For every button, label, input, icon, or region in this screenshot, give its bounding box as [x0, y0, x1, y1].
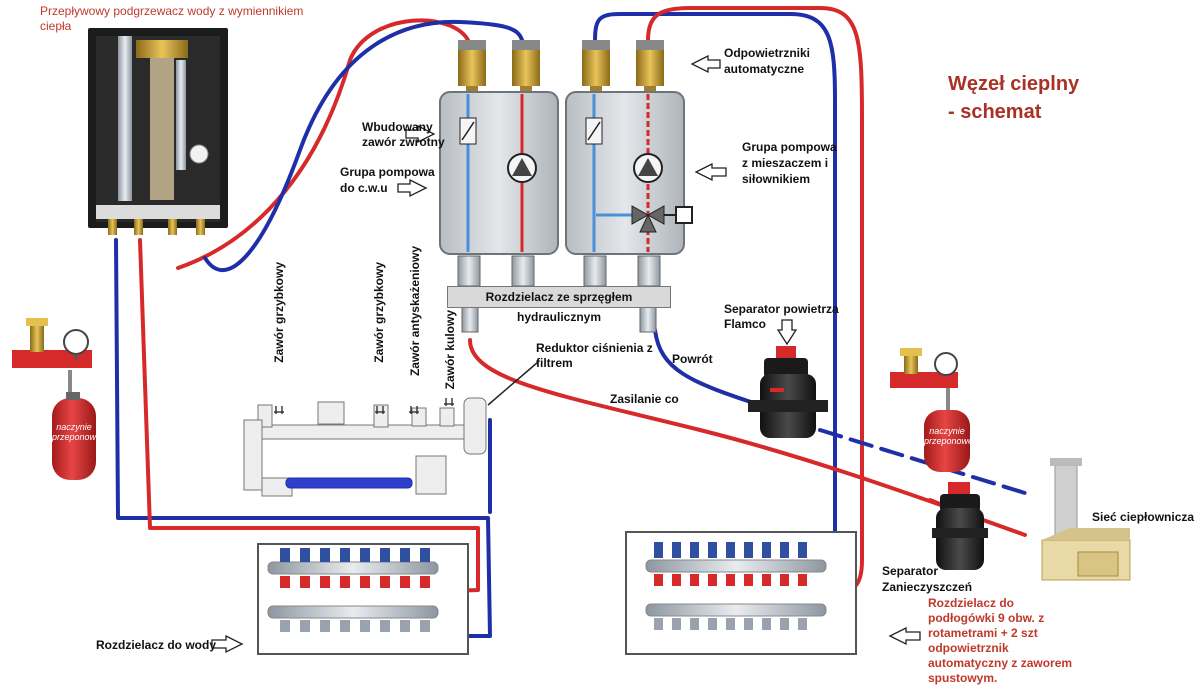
vent-2	[512, 40, 540, 94]
floor-manifold	[625, 531, 857, 655]
label-rozdzielacz-sprzeglo: Rozdzielacz ze sprzęgłem hydraulicznym	[447, 286, 671, 324]
label-separator-flamco-1: Separator powietrza	[724, 302, 839, 316]
label-powrot: Powrót	[672, 352, 713, 366]
pipe-zasilanie	[468, 338, 1027, 537]
pipe-water-supply	[138, 238, 480, 594]
tank-left-text-1: naczynie	[56, 422, 92, 432]
pipe-return-loop	[593, 12, 837, 634]
arrow-wbudowany	[405, 124, 436, 144]
label-rozdzielacz-podlogowki-5: automatyczny z zaworem	[928, 656, 1073, 670]
tank-left-text-2: przeponowe	[52, 432, 102, 442]
callout-arrows	[211, 54, 921, 654]
label-reduktor-1: Reduktor ciśnienia z	[536, 341, 653, 355]
arrow-rozdzielacz-wody	[211, 634, 244, 654]
pipe-powrot	[653, 328, 762, 407]
arrow-rozdzielacz-podlogowki	[888, 626, 921, 646]
label-wbudowany-2: zawór zwrotny	[362, 135, 445, 149]
tank-right-text-2: przeponowe	[924, 436, 974, 446]
expansion-tank-right	[890, 348, 970, 472]
heater-label-line2: ciepła	[40, 19, 72, 33]
label-rozdzielacz-podlogowki-3: rotametrami + 2 szt	[928, 626, 1038, 640]
label-rozdzielacz-podlogowki-4: odpowietrznik	[928, 641, 1009, 655]
heater-label-line1: Przepływowy podgrzewacz wody z wymiennik…	[40, 4, 304, 18]
auto-vents	[458, 40, 664, 94]
label-zawor-kulowy: Zawór kulowy	[443, 310, 457, 390]
reduktor-pointer	[487, 361, 539, 406]
vent-1	[458, 40, 486, 94]
label-odpowietrzniki-1: Odpowietrzniki	[724, 46, 811, 60]
water-manifold	[257, 543, 469, 655]
label-separator-zanieczyszczen-2: Zanieczyszczeń	[882, 580, 973, 594]
pump-group-cwu	[439, 91, 559, 255]
arrow-odpowietrzniki	[690, 54, 721, 74]
group-fittings	[457, 255, 661, 333]
expansion-tank-left	[12, 318, 96, 480]
label-siec: Sieć ciepłownicza	[1092, 510, 1195, 524]
label-rozdzielacz-podlogowki-1: Rozdzielacz do	[928, 596, 1015, 610]
diagram-title-line1: Węzeł cieplny	[948, 73, 1080, 95]
pipe-powrot-dashed	[818, 428, 1027, 495]
label-separator-zanieczyszczen-1: Separator	[882, 564, 939, 578]
label-rozdzielacz-podlogowki-6: spustowym.	[928, 671, 998, 685]
label-grupa-mieszacz-1: Grupa pompowa	[742, 140, 837, 154]
arrow-separator-flamco	[776, 319, 798, 346]
label-grupa-cwu-1: Grupa pompowa	[340, 165, 435, 179]
arrow-grupa-mieszacz	[694, 162, 727, 182]
pipe-heater-return-a	[203, 19, 524, 273]
label-rozdzielacz-wody: Rozdzielacz do wody	[96, 638, 217, 652]
diagram-title-line2: - schemat	[948, 101, 1042, 123]
flow-heater	[88, 28, 228, 235]
separator-dirt	[932, 482, 988, 570]
vent-4	[636, 40, 664, 94]
label-odpowietrzniki-2: automatyczne	[724, 62, 805, 76]
label-separator-flamco-2: Flamco	[724, 317, 767, 331]
separator-flamco	[748, 346, 828, 438]
label-grupa-mieszacz-3: siłownikiem	[742, 172, 811, 186]
water-fittings-line	[243, 397, 487, 497]
label-grupa-cwu-2: do c.w.u	[340, 181, 388, 195]
vent-3	[582, 40, 610, 94]
label-wbudowany-1: Wbudowany	[362, 120, 433, 134]
label-zawor-grzybkowy-1: Zawór grzybkowy	[272, 262, 286, 363]
label-zawor-grzybkowy-2: Zawór grzybkowy	[372, 262, 386, 363]
pipe-network	[114, 6, 1027, 638]
label-reduktor-2: filtrem	[536, 356, 573, 370]
label-grupa-mieszacz-2: z mieszaczem i	[742, 156, 829, 170]
district-heating-icon	[1041, 458, 1131, 581]
label-zasilanie: Zasilanie co	[610, 392, 679, 406]
label-rozdzielacz-podlogowki-2: podłogówki 9 obw. z	[928, 611, 1045, 625]
arrow-grupa-cwu	[397, 178, 428, 198]
tank-right-text-1: naczynie	[929, 426, 965, 436]
valve-markers	[274, 398, 454, 414]
label-zawor-antyskazeniowy: Zawór antyskażeniowy	[408, 246, 422, 377]
pump-group-mixer	[565, 91, 693, 255]
